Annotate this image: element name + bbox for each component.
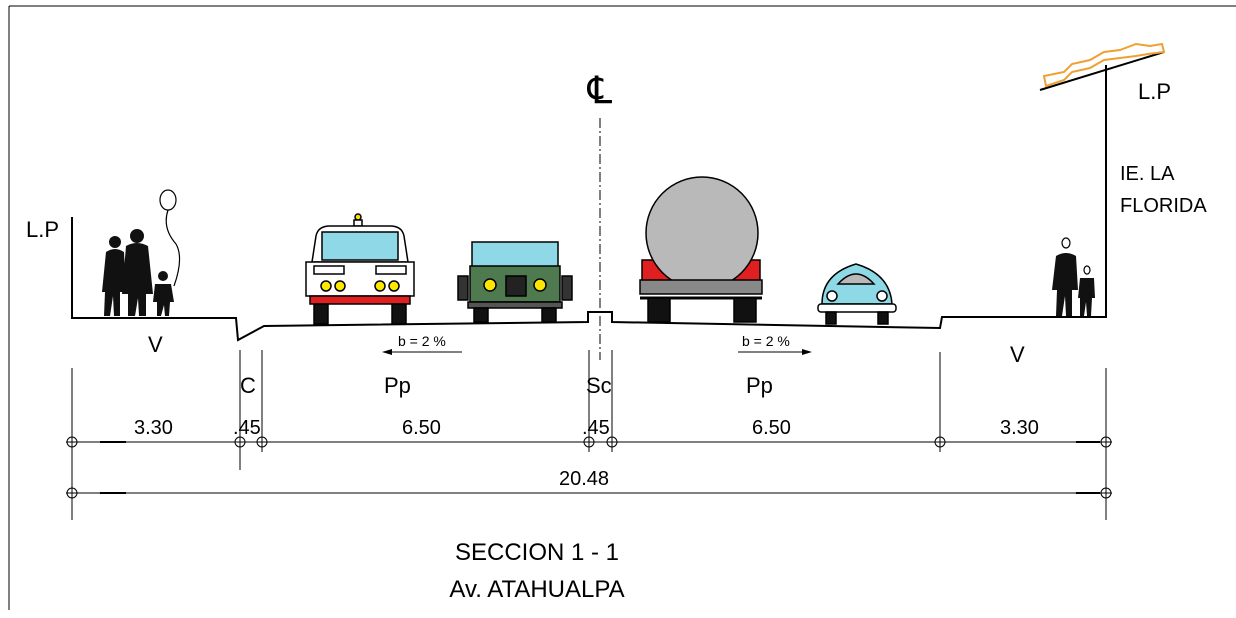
dim-total: 20.48 bbox=[559, 468, 609, 490]
slope-left: b = 2 % bbox=[382, 333, 462, 355]
school-label-line2: FLORIDA bbox=[1120, 195, 1207, 217]
truck-front-icon bbox=[305, 213, 415, 325]
dim-v-right: 3.30 bbox=[1000, 417, 1039, 439]
slope-right-label: b = 2 % bbox=[742, 333, 790, 349]
centerline-symbol: ℄ bbox=[587, 70, 613, 112]
dim-v-left: 3.30 bbox=[134, 417, 173, 439]
street-name: Av. ATAHUALPA bbox=[449, 576, 624, 603]
section-title: SECCION 1 - 1 bbox=[455, 539, 619, 566]
pedestrian-pair-icon bbox=[1052, 237, 1095, 316]
balloon-icon bbox=[159, 189, 181, 287]
jeep-front-icon bbox=[457, 241, 573, 323]
dimension-lines bbox=[66, 436, 1112, 499]
zone-pp-right: Pp bbox=[746, 373, 773, 398]
dim-pp-left: 6.50 bbox=[402, 417, 441, 439]
drawing-frame bbox=[8, 5, 1236, 610]
beetle-car-icon bbox=[817, 263, 897, 325]
dim-c: .45 bbox=[233, 417, 261, 439]
zone-pp-left: Pp bbox=[384, 373, 411, 398]
roof-tiles-icon bbox=[1039, 42, 1166, 91]
lp-right-label: L.P bbox=[1138, 79, 1171, 104]
road-profile bbox=[71, 65, 1107, 342]
dim-pp-right: 6.50 bbox=[752, 417, 791, 439]
slope-left-label: b = 2 % bbox=[398, 333, 446, 349]
lp-left-label: L.P bbox=[26, 217, 59, 242]
dim-sc: .45 bbox=[582, 417, 610, 439]
tanker-truck-icon bbox=[639, 176, 763, 323]
dimension-tick-marks bbox=[66, 436, 1112, 499]
slope-right: b = 2 % bbox=[738, 333, 812, 355]
school-label-line1: IE. LA bbox=[1120, 163, 1175, 185]
zone-sc: Sc bbox=[586, 373, 612, 398]
zone-v-right: V bbox=[1010, 342, 1025, 367]
zone-c: C bbox=[240, 373, 256, 398]
pedestrian-family-icon bbox=[102, 229, 174, 316]
zone-v-left: V bbox=[148, 332, 163, 357]
